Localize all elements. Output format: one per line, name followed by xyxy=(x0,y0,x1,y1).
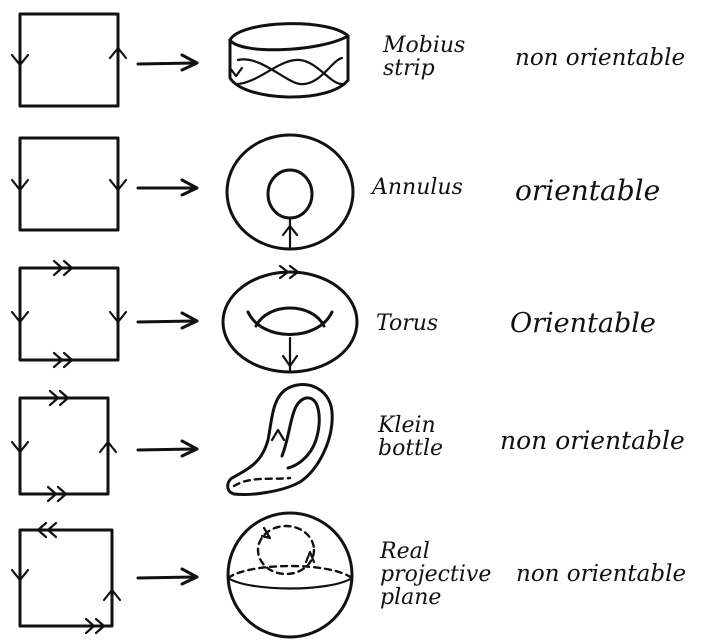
surface-name-torus: Torus xyxy=(376,311,439,336)
klein-square-icon xyxy=(10,389,118,503)
mobius-square-icon xyxy=(10,12,128,108)
torus-icon xyxy=(221,264,359,374)
right-arrow-icon xyxy=(136,311,199,330)
annulus-square-icon xyxy=(10,136,128,232)
surface-name-klein: Klein bottle xyxy=(378,413,444,462)
orientability-mobius: non orientable xyxy=(515,45,686,71)
right-arrow-icon xyxy=(136,53,199,72)
annulus-icon xyxy=(225,133,355,251)
right-arrow-icon xyxy=(136,178,199,197)
orientability-klein: non orientable xyxy=(500,426,685,455)
torus-square-icon xyxy=(10,259,128,369)
right-arrow-icon xyxy=(136,439,199,458)
surface-name-annulus: Annulus xyxy=(372,175,463,200)
orientability-rp2: non orientable xyxy=(516,561,687,587)
rp2-square-icon xyxy=(10,521,122,635)
projective-plane-icon xyxy=(226,511,354,639)
surface-name-mobius: Mobius strip xyxy=(383,33,466,82)
surface-name-rp2: Real projective plane xyxy=(380,539,492,611)
orientability-annulus: orientable xyxy=(515,174,661,207)
orientability-torus: Orientable xyxy=(510,308,656,339)
klein-bottle-icon xyxy=(226,383,334,496)
right-arrow-icon xyxy=(136,567,199,586)
mobius-strip-icon xyxy=(228,22,350,99)
